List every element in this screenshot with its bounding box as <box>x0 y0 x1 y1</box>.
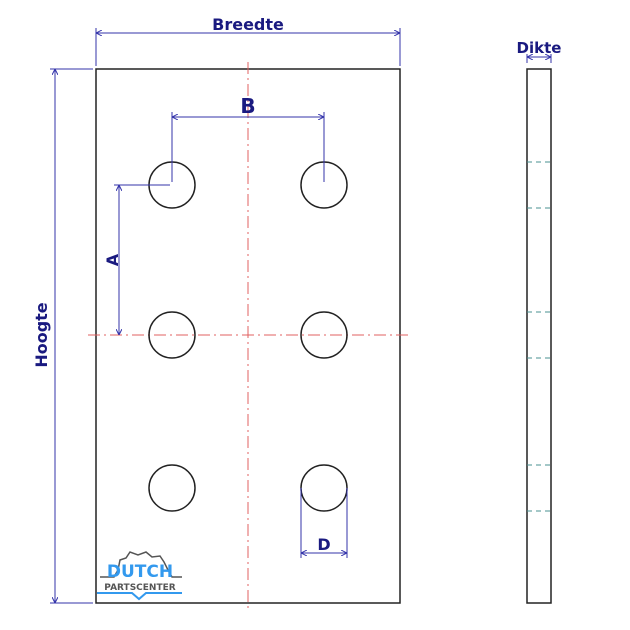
dutch-partscenter-logo: DUTCH PARTSCENTER <box>97 551 182 601</box>
height-dimension: Hoogte <box>32 68 93 604</box>
height-label: Hoogte <box>32 302 51 367</box>
width-dimension: Breedte <box>95 15 401 66</box>
hole-spacing-x-dimension: B <box>171 94 325 182</box>
hole <box>148 311 196 359</box>
width-label: Breedte <box>212 15 284 34</box>
d-label: D <box>317 535 330 554</box>
thickness-label: Dikte <box>517 39 562 57</box>
hidden-hole-lines <box>527 161 551 512</box>
b-label: B <box>240 94 255 118</box>
hole-spacing-y-dimension: A <box>103 184 170 334</box>
hole <box>148 464 196 512</box>
a-label: A <box>103 253 122 266</box>
logo-line2: PARTSCENTER <box>104 583 175 593</box>
side-view-outline <box>526 68 552 604</box>
hole <box>300 464 348 512</box>
logo-line1: DUTCH <box>107 562 173 582</box>
thickness-dimension: Dikte <box>517 39 562 63</box>
hole <box>300 311 348 359</box>
hole-diameter-dimension: D <box>300 488 348 558</box>
